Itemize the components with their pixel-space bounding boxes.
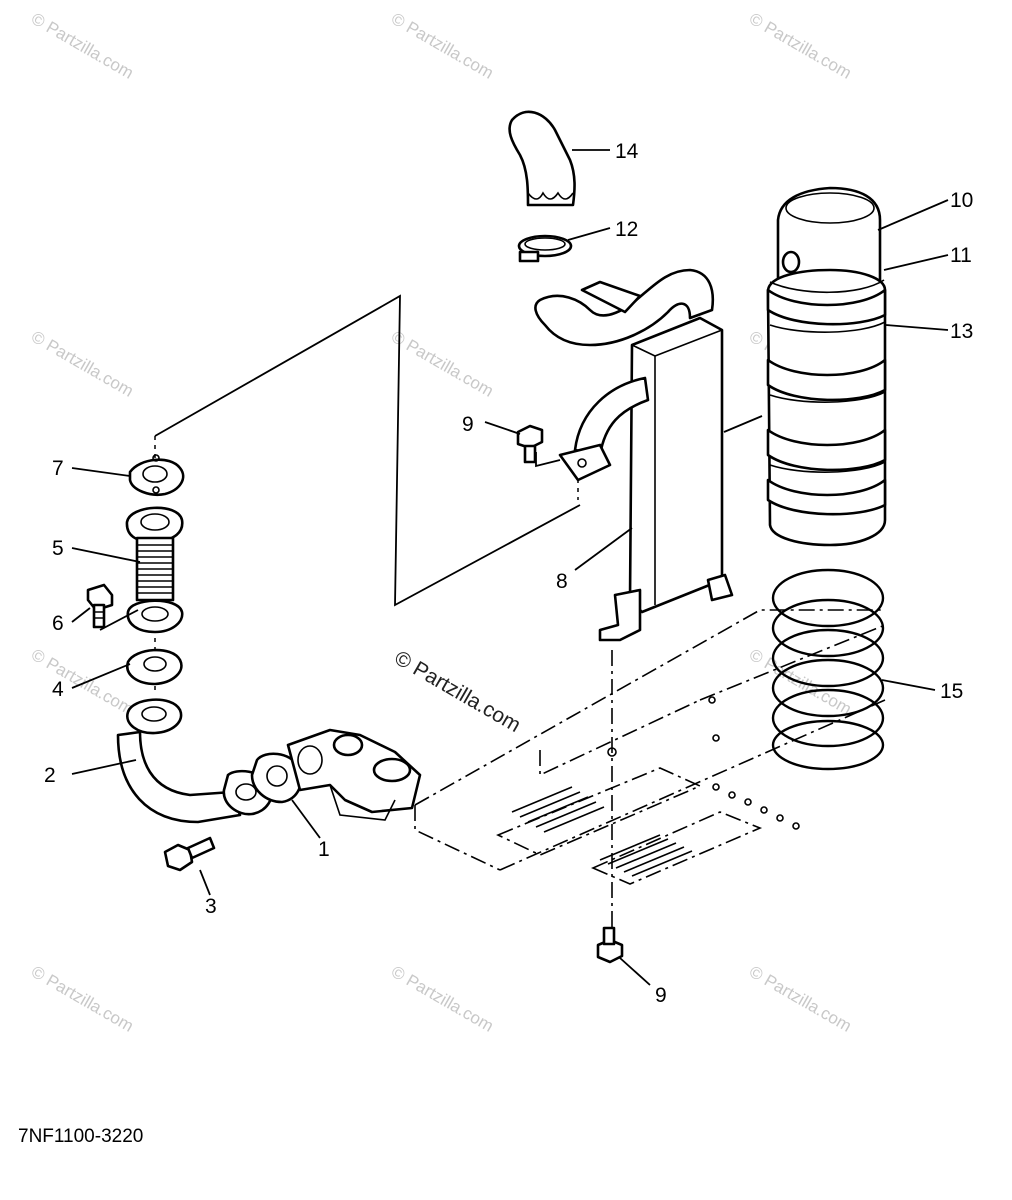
- part-3-bolt: [163, 836, 216, 872]
- watermark: © Partzilla.com: [746, 962, 855, 1036]
- part-11-band: [769, 279, 885, 294]
- part-1-gasket: [250, 752, 303, 804]
- callout-8: 8: [556, 570, 568, 593]
- assembly-lines: [154, 294, 613, 930]
- watermark: © Partzilla.com: [388, 327, 497, 401]
- leader-lines: [71, 149, 949, 986]
- callout-12: 12: [615, 218, 638, 241]
- part-5-flex-pipe: [125, 506, 184, 634]
- watermark: © Partzilla.com: [28, 327, 137, 401]
- part-13-protector: [766, 268, 887, 547]
- callout-2: 2: [44, 764, 56, 787]
- part-4-gasket: [126, 648, 183, 686]
- part-2-exhaust-pipe: [116, 698, 273, 824]
- callout-10: 10: [950, 189, 973, 212]
- bolt-holes: [708, 696, 800, 830]
- part-15-spring: [771, 568, 885, 771]
- watermark: © Partzilla.com: [746, 9, 855, 83]
- callout-14: 14: [615, 140, 639, 163]
- callout-6: 6: [52, 612, 64, 635]
- watermark: © Partzilla.com: [28, 9, 137, 83]
- exhaust-manifold: [286, 728, 422, 821]
- callout-5: 5: [52, 537, 64, 560]
- part-12-clamp: [517, 234, 573, 263]
- center-watermark: © Partzilla.com: [391, 646, 525, 737]
- engine-base-outline: [414, 609, 886, 885]
- part-8-muffler: [534, 268, 763, 642]
- callout-7: 7: [52, 457, 64, 480]
- callout-1: 1: [318, 838, 330, 861]
- callout-3: 3: [205, 895, 217, 918]
- callouts: 7 5 6 4 2 3 1 9 8 9 14 12 10 11 13 15: [44, 140, 973, 1007]
- watermark: © Partzilla.com: [28, 962, 137, 1036]
- watermark: © Partzilla.com: [388, 962, 497, 1036]
- diagram-code: 7NF1100-3220: [18, 1126, 143, 1147]
- watermark: © Partzilla.com: [28, 645, 137, 719]
- callout-13: 13: [950, 320, 973, 343]
- callout-9-lower: 9: [655, 984, 667, 1007]
- callout-4: 4: [52, 678, 64, 701]
- part-9-bolt-lower: [596, 926, 624, 964]
- part-7-gasket: [128, 454, 185, 496]
- part-6-bolt: [86, 583, 114, 629]
- callout-9-upper: 9: [462, 413, 474, 436]
- watermark: © Partzilla.com: [388, 9, 497, 83]
- callout-15: 15: [940, 680, 963, 703]
- callout-11: 11: [950, 244, 972, 267]
- part-14-tail-pipe: [508, 110, 576, 207]
- part-9-bolt-upper: [516, 424, 544, 464]
